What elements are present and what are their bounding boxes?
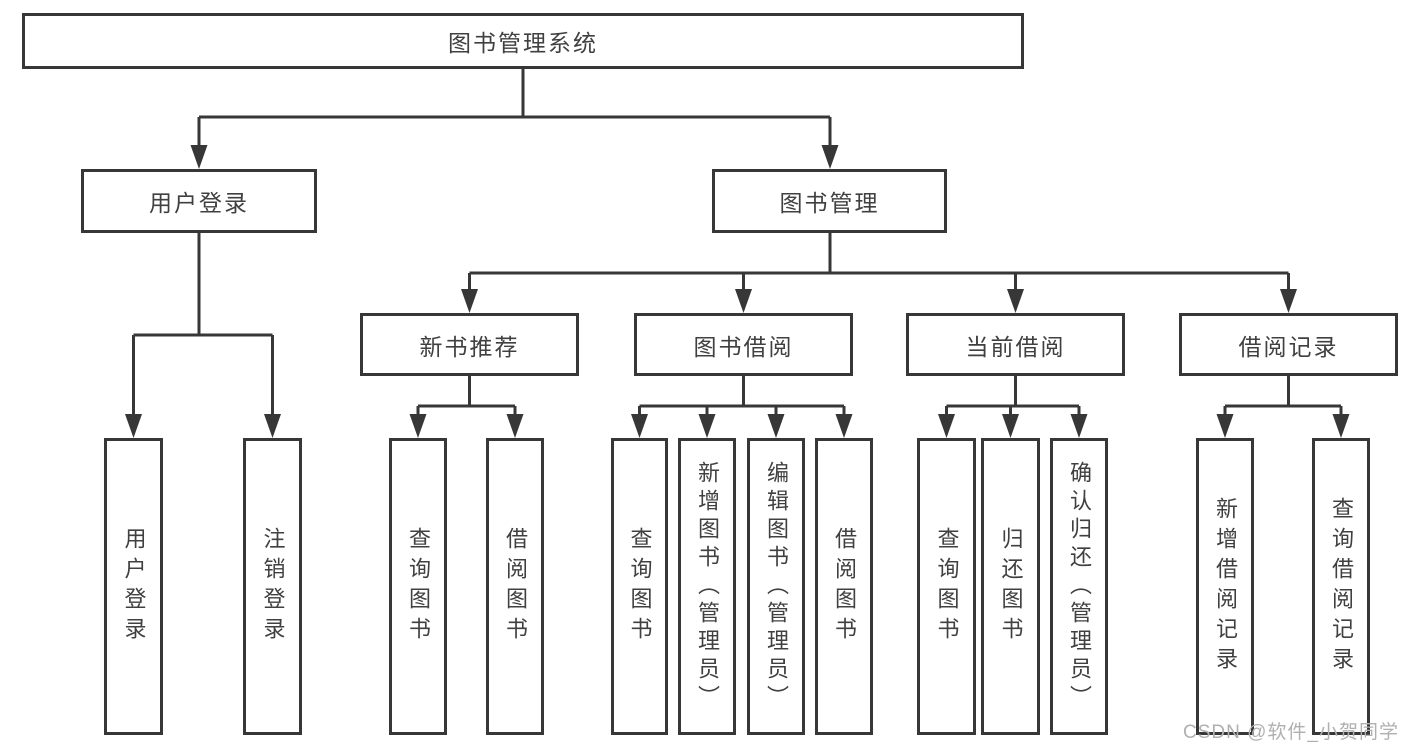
leaf-add-book-admin-label: 新增图书（管理员） <box>695 460 720 713</box>
arrowhead <box>835 414 853 438</box>
leaf-confirm-return-admin: 确认归还（管理员） <box>1050 438 1108 735</box>
leaf-user-login-label: 用户登录 <box>121 526 147 647</box>
leaf-borrow-books-label: 借阅图书 <box>832 526 857 647</box>
leaf-borrow-books-recommend-label: 借阅图书 <box>503 526 528 647</box>
node-root: 图书管理系统 <box>22 13 1024 69</box>
node-current-borrow-label: 当前借阅 <box>965 333 1066 360</box>
arrowhead <box>461 289 478 313</box>
node-user-login-label: 用户登录 <box>149 190 249 216</box>
leaf-query-books-current-label: 查询图书 <box>934 526 960 647</box>
node-borrow-records: 借阅记录 <box>1179 313 1398 376</box>
arrowhead <box>506 414 524 438</box>
leaf-borrow-books-recommend: 借阅图书 <box>486 438 544 735</box>
leaf-return-books: 归还图书 <box>981 438 1040 735</box>
leaf-query-books-borrow: 查询图书 <box>611 438 668 735</box>
arrowhead <box>698 414 716 438</box>
node-borrow-records-label: 借阅记录 <box>1238 333 1339 360</box>
leaf-logout: 注销登录 <box>243 438 302 735</box>
arrowhead <box>735 289 752 313</box>
leaf-edit-book-admin-label: 编辑图书（管理员） <box>764 460 789 713</box>
arrowhead <box>125 414 142 438</box>
node-book-borrow-label: 图书借阅 <box>693 333 794 360</box>
arrowhead <box>1332 414 1350 438</box>
leaf-add-book-admin: 新增图书（管理员） <box>678 438 736 735</box>
leaf-logout-label: 注销登录 <box>260 526 286 647</box>
leaf-query-books-current: 查询图书 <box>917 438 976 735</box>
arrowhead <box>1216 414 1234 438</box>
arrowhead <box>631 414 648 438</box>
arrowhead <box>190 145 208 169</box>
node-root-label: 图书管理系统 <box>448 30 598 56</box>
node-new-book-recommend-label: 新书推荐 <box>419 333 520 360</box>
leaf-query-borrow-record-label: 查询借阅记录 <box>1329 496 1354 677</box>
leaf-borrow-books: 借阅图书 <box>815 438 873 735</box>
leaf-query-books-recommend-label: 查询图书 <box>406 526 431 647</box>
arrowhead <box>1002 414 1019 438</box>
arrowhead <box>767 414 785 438</box>
arrowhead <box>1070 414 1088 438</box>
arrowhead <box>264 414 281 438</box>
node-current-borrow: 当前借阅 <box>906 313 1125 376</box>
node-user-login: 用户登录 <box>81 169 317 233</box>
arrowhead <box>821 145 839 169</box>
leaf-confirm-return-admin-label: 确认归还（管理员） <box>1067 460 1092 713</box>
leaf-query-borrow-record: 查询借阅记录 <box>1312 438 1370 735</box>
node-book-management-label: 图书管理 <box>779 190 880 216</box>
arrowhead <box>938 414 955 438</box>
arrowhead <box>1280 289 1297 313</box>
arrowhead <box>409 414 427 438</box>
leaf-return-books-label: 归还图书 <box>998 526 1024 647</box>
leaf-edit-book-admin: 编辑图书（管理员） <box>747 438 805 735</box>
leaf-add-borrow-record-label: 新增借阅记录 <box>1213 496 1238 677</box>
leaf-query-books-borrow-label: 查询图书 <box>627 526 653 647</box>
node-new-book-recommend: 新书推荐 <box>360 313 579 376</box>
leaf-query-books-recommend: 查询图书 <box>389 438 447 735</box>
node-book-borrow: 图书借阅 <box>634 313 853 376</box>
leaf-add-borrow-record: 新增借阅记录 <box>1196 438 1254 735</box>
node-book-management: 图书管理 <box>712 169 947 233</box>
arrowhead <box>1007 289 1024 313</box>
leaf-user-login: 用户登录 <box>104 438 163 735</box>
